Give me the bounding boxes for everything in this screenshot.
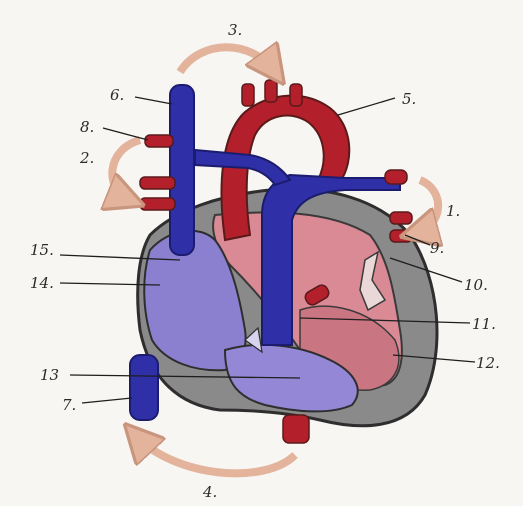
label-15: 15. — [30, 241, 54, 259]
flow-arrow-3 — [180, 47, 275, 72]
leader-8 — [103, 128, 148, 140]
label-10: 10. — [464, 276, 488, 294]
pulmonary-vein-right-upper — [385, 170, 407, 184]
label-12: 12. — [476, 354, 500, 372]
flow-arrow-1 — [415, 180, 438, 233]
pulmonary-vein-left-upper — [145, 135, 173, 147]
label-2: 2. — [79, 149, 94, 167]
aorta-branch-2 — [265, 80, 277, 102]
label-14: 14. — [30, 274, 54, 292]
label-7: 7. — [62, 396, 76, 414]
aorta-branch-3 — [290, 84, 302, 106]
flow-arrow-4 — [135, 435, 295, 473]
pulmonary-vein-left-lower — [140, 198, 175, 210]
pulmonary-vein-left-mid — [140, 177, 175, 189]
label-3: 3. — [228, 21, 242, 39]
flow-arrow-2 — [112, 140, 140, 200]
label-4: 4. — [202, 483, 217, 501]
leader-7 — [82, 398, 132, 403]
leader-6 — [135, 97, 172, 104]
leader-5 — [338, 98, 395, 115]
descending-aorta — [283, 415, 309, 443]
label-9: 9. — [430, 239, 444, 257]
label-5: 5. — [402, 90, 416, 108]
pulmonary-vein-right-lower-1 — [390, 212, 412, 224]
superior-vena-cava — [170, 85, 194, 255]
label-6: 6. — [110, 86, 124, 104]
label-13: 13 — [40, 366, 59, 384]
inferior-vena-cava — [130, 355, 158, 420]
label-8: 8. — [80, 118, 94, 136]
label-1: 1. — [446, 202, 460, 220]
aorta-branch-1 — [242, 84, 254, 106]
label-11: 11. — [472, 315, 496, 333]
